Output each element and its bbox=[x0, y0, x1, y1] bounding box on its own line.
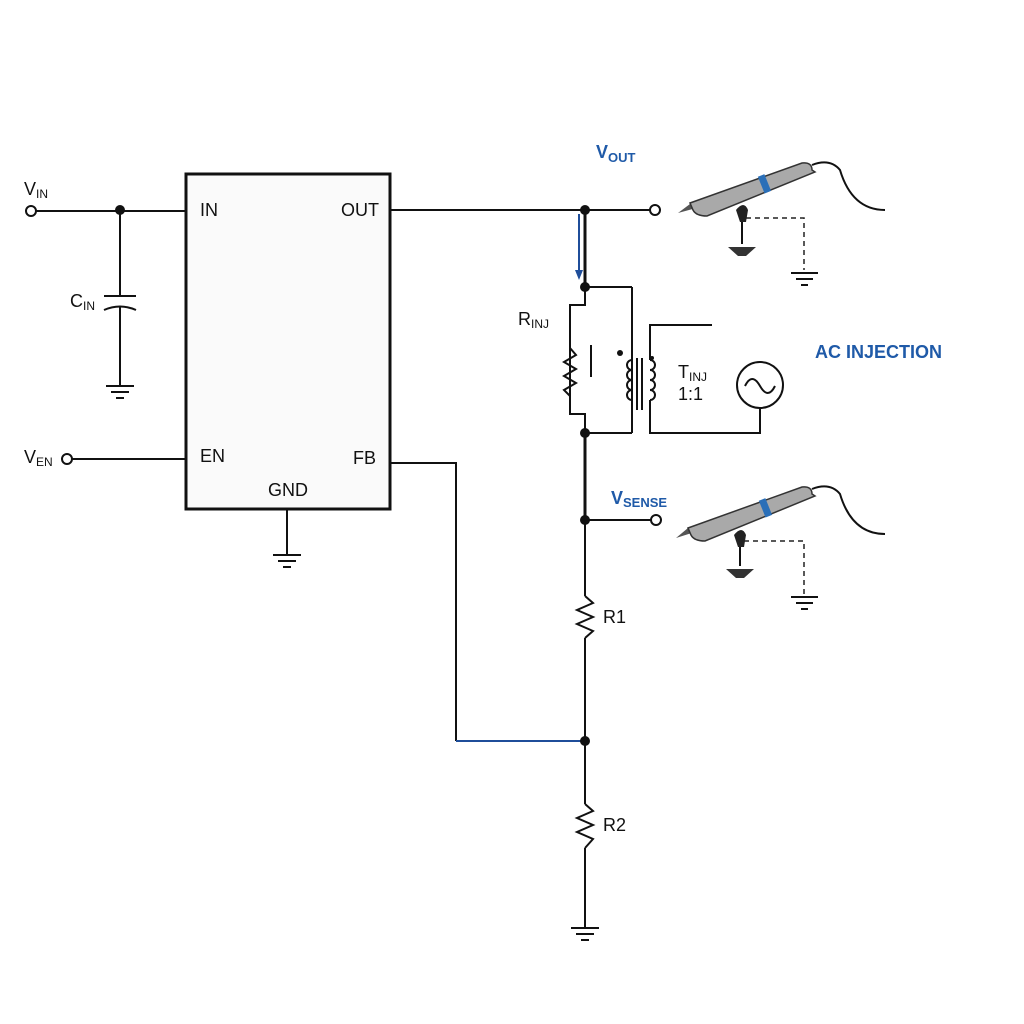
ac-injection-label: AC INJECTION bbox=[815, 342, 942, 362]
r2-ground-icon bbox=[571, 927, 599, 941]
input-capacitor bbox=[103, 210, 137, 386]
current-arrow bbox=[575, 214, 583, 280]
oscilloscope-probe-icon[interactable] bbox=[676, 485, 886, 610]
vin-label: VIN bbox=[24, 179, 48, 201]
r1-label: R1 bbox=[603, 607, 626, 627]
ac-source-icon[interactable] bbox=[736, 361, 784, 409]
injection-network bbox=[562, 286, 633, 434]
rinj-label: RINJ bbox=[518, 309, 549, 331]
ic-ground-icon bbox=[273, 554, 301, 568]
pin-fb-label: FB bbox=[353, 448, 376, 468]
tinj-label: TINJ bbox=[678, 362, 707, 384]
r1-resistor bbox=[574, 595, 596, 639]
pin-in-label: IN bbox=[200, 200, 218, 220]
vsense-terminal[interactable] bbox=[650, 514, 662, 526]
cin-label: CIN bbox=[70, 291, 95, 313]
r2-resistor bbox=[574, 803, 596, 849]
vin-terminal[interactable] bbox=[25, 205, 37, 217]
transformer-icon bbox=[617, 324, 761, 434]
cin-ground-icon bbox=[106, 385, 134, 399]
vin-node bbox=[25, 205, 186, 217]
vsense-label: VSENSE bbox=[611, 488, 667, 510]
ven-terminal[interactable] bbox=[61, 453, 73, 465]
vout-terminal[interactable] bbox=[649, 204, 661, 216]
tinj-ratio: 1:1 bbox=[678, 384, 703, 404]
r2-label: R2 bbox=[603, 815, 626, 835]
vout-label: VOUT bbox=[596, 142, 636, 165]
pin-gnd-label: GND bbox=[268, 480, 308, 500]
ven-label: VEN bbox=[24, 447, 53, 469]
pin-en-label: EN bbox=[200, 446, 225, 466]
oscilloscope-probe-icon[interactable] bbox=[678, 161, 886, 286]
pin-out-label: OUT bbox=[341, 200, 379, 220]
